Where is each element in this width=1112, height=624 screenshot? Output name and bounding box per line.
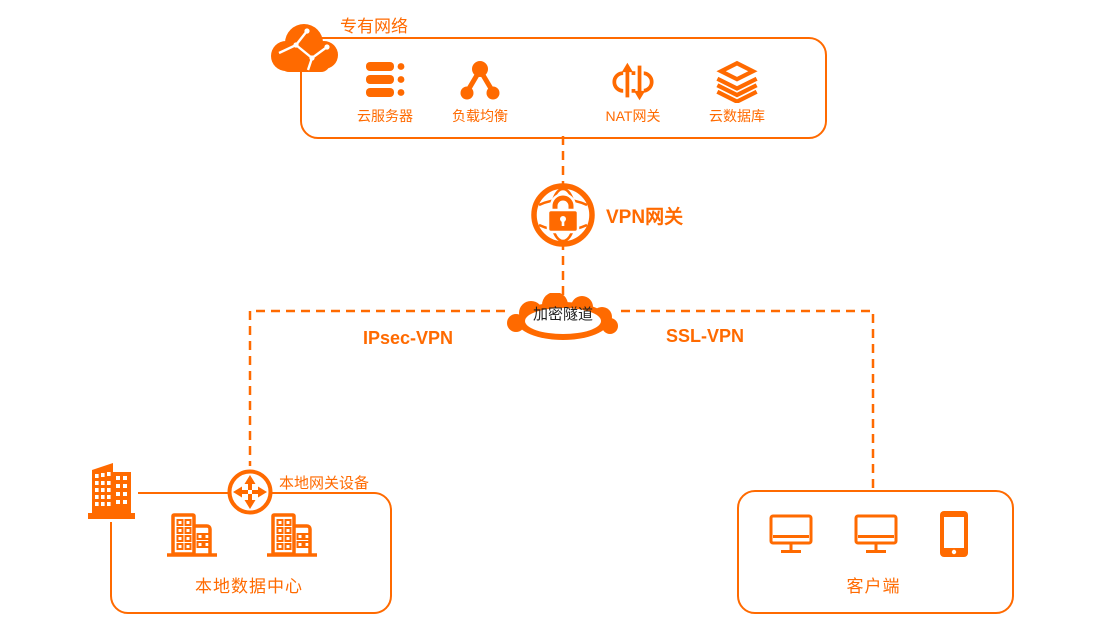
client-box [737, 490, 1014, 614]
vpc-item: NAT网关 [578, 60, 688, 126]
router-icon [227, 469, 273, 515]
vpc-item-label: 负载均衡 [452, 108, 508, 124]
tunnel-label: 加密隧道 [532, 306, 593, 323]
mobile-icon [940, 511, 968, 557]
vpc-item-label: 云数据库 [709, 108, 765, 124]
cloud-server-icon [366, 62, 405, 97]
building-icon [267, 513, 317, 557]
vpc-item: 云服务器 [330, 60, 440, 126]
nat-gateway-icon [612, 62, 654, 101]
vpc-item-label: 云服务器 [357, 108, 413, 124]
cloud-database-icon [716, 60, 758, 103]
vpc-item: 负载均衡 [425, 60, 535, 126]
desktop-icon [769, 514, 813, 553]
load-balancer-icon [460, 61, 500, 100]
vpc-item-label: NAT网关 [605, 108, 661, 124]
vpn-gateway-lock-icon [531, 183, 595, 247]
vpn-gateway-label: VPN网关 [606, 207, 684, 228]
datacenter-title: 本地数据中心 [195, 577, 303, 596]
ssl-line [621, 309, 875, 488]
client-title: 客户端 [846, 577, 901, 596]
encrypted-tunnel-cloud-icon [507, 293, 618, 340]
vpc-item: 云数据库 [682, 60, 792, 126]
desktop-icon [854, 514, 898, 553]
vpc-box [300, 37, 827, 139]
ipsec-vpn-label: IPsec-VPN [363, 328, 454, 348]
office-building-icon [86, 460, 138, 522]
ssl-vpn-label: SSL-VPN [666, 326, 745, 346]
building-icon [167, 513, 217, 557]
vpc-title: 专有网络 [340, 17, 408, 36]
vpc-cloud-icon [271, 24, 338, 72]
local-gateway-label: 本地网关设备 [279, 475, 370, 492]
